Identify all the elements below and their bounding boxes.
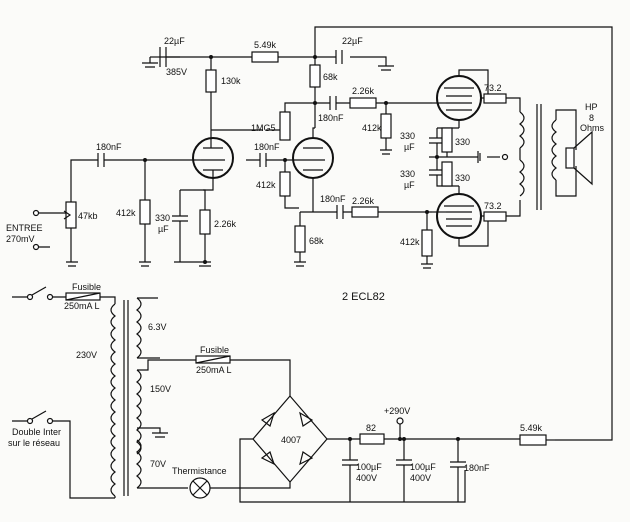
label-r-68k-bot: 68k — [309, 236, 324, 246]
label-entree: ENTREE — [6, 223, 43, 233]
resistor-130k: 130k — [205, 69, 241, 130]
label-r-68k-top: 68k — [323, 72, 338, 82]
label-c-330-bot-unit: µF — [404, 180, 415, 190]
label-c-330-top: 330 — [400, 131, 415, 141]
label-c-180-in: 180nF — [96, 142, 122, 152]
triode-2 — [292, 127, 334, 212]
resistor-68k-top: 68k — [309, 64, 338, 128]
label-fuse2-val: 250mA L — [196, 365, 232, 375]
label-c-100-1-v: 400V — [356, 473, 377, 483]
label-r-549-bot: 5.49k — [520, 423, 543, 433]
cap-22uf-top-left: 22µF 385V — [142, 36, 187, 77]
label-entree-v: 270mV — [6, 234, 35, 244]
label-r-226-top: 2.26k — [352, 86, 375, 96]
label-switch-2: sur le réseau — [8, 438, 60, 448]
pentode-1 — [432, 69, 489, 128]
label-c-330-cath: 330 — [155, 213, 170, 223]
label-c-22uf-top: 22µF — [164, 36, 185, 46]
coupling-stage: 1MG5 180nF 412k — [211, 102, 315, 209]
label-sec-150: 150V — [150, 384, 171, 394]
label-hp-ohms: Ohms — [580, 123, 605, 133]
resistor-549k-top: 5.49k — [240, 40, 284, 63]
label-switch-1: Double Inter — [12, 427, 61, 437]
label-r-412-grid: 412k — [116, 208, 136, 218]
label-hp-8: 8 — [589, 113, 594, 123]
label-r-130k: 130k — [221, 76, 241, 86]
label-c-100-2: 100µF — [410, 462, 436, 472]
label-fuse1: Fusible — [72, 282, 101, 292]
label-fuse1-val: 250mA L — [64, 301, 100, 311]
label-r-732-bot: 73.2 — [484, 201, 502, 211]
label-r-412-bot: 412k — [400, 237, 420, 247]
output-cathodes: 330 µF 330 330 µF 330 — [400, 127, 509, 190]
label-c-180-coup1: 180nF — [254, 142, 280, 152]
label-sec-63: 6.3V — [148, 322, 167, 332]
label-c-100-2-v: 400V — [410, 473, 431, 483]
label-hv: +290V — [384, 406, 410, 416]
b-plus-top-rail — [160, 26, 613, 441]
label-c-180-bot: 180nF — [320, 194, 346, 204]
label-hp: HP — [585, 102, 598, 112]
label-r-226-cath: 2.26k — [214, 219, 237, 229]
input-stage: 47kb ENTREE 270mV 180nF 412k — [6, 142, 196, 267]
label-bridge: 4007 — [281, 435, 301, 445]
label-c-180-psu: 180nF — [464, 463, 490, 473]
label-r-1mg5: 1MG5 — [251, 123, 276, 133]
label-r-549-top: 5.49k — [254, 40, 277, 50]
label-c-100-1: 100µF — [356, 462, 382, 472]
resistor-68k-bottom: 68k — [294, 211, 337, 267]
label-tube-type: 2 ECL82 — [342, 291, 385, 303]
label-prim-230: 230V — [76, 350, 97, 360]
pentode-2 — [432, 186, 489, 247]
label-r-82: 82 — [366, 423, 376, 433]
label-c-330-cath-unit: µF — [158, 224, 169, 234]
label-r-412-top: 412k — [362, 123, 382, 133]
label-thermistance: Thermistance — [172, 466, 227, 476]
label-c-22uf-right: 22µF — [342, 36, 363, 46]
junction-dots — [143, 55, 460, 441]
drive-bottom: 180nF 2.26k 412k — [320, 194, 433, 269]
label-r-412-mid: 412k — [256, 180, 276, 190]
label-r-226-bot: 2.26k — [352, 196, 375, 206]
cathode-stage-1: 330 µF 2.26k — [155, 189, 237, 267]
label-c-180-top: 180nF — [318, 113, 344, 123]
label-r-330-top: 330 — [455, 137, 470, 147]
label-sec-70: 70V — [150, 459, 166, 469]
power-supply: Fusible 250mA L 230V Double Inter sur le… — [8, 282, 555, 503]
cap-22uf-top-right: 22µF — [335, 36, 394, 71]
output-transformer: 73.2 73.2 HP 8 Ohms — [483, 83, 605, 222]
label-c-330-top-unit: µF — [404, 142, 415, 152]
triode-1 — [192, 130, 234, 191]
label-fuse2: Fusible — [200, 345, 229, 355]
label-r-47kb: 47kb — [78, 211, 98, 221]
label-r-732-top: 73.2 — [484, 83, 502, 93]
label-r-330-bot: 330 — [455, 173, 470, 183]
label-c-330-bot: 330 — [400, 169, 415, 179]
label-c-385v: 385V — [166, 67, 187, 77]
